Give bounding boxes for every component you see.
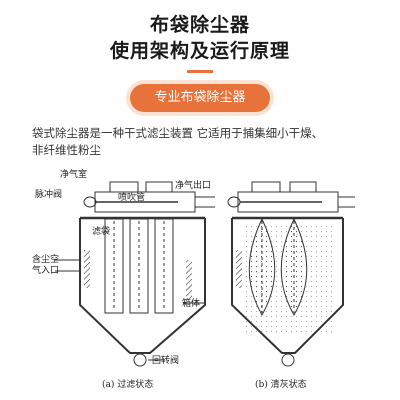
description-text: 袋式除尘器是一种干式滤尘装置 它适用于捕集细小干燥、 非纤维性粉尘 bbox=[32, 125, 377, 159]
clean-room-hood-left bbox=[251, 181, 281, 193]
description-line-1: 袋式除尘器是一种干式滤尘装置 它适用于捕集细小干燥、 bbox=[32, 126, 324, 140]
cleaning-state-diagram: (b) 清灰状态 bbox=[227, 181, 355, 390]
filter-bag bbox=[154, 218, 174, 314]
outlet-duct bbox=[338, 196, 355, 208]
wall-hatch bbox=[186, 260, 192, 300]
label-pulse-valve: 脉冲阀 bbox=[35, 188, 62, 200]
section-badge: 专业布袋除尘器 bbox=[130, 84, 270, 112]
caption-filtering-state: (a) 过滤状态 bbox=[102, 378, 153, 390]
falling-dust bbox=[244, 225, 334, 335]
clean-air-room bbox=[237, 191, 339, 213]
rotary-valve-icon bbox=[281, 353, 295, 367]
filtering-state-diagram: 净气室 脉冲阀 喷吹管 净气出口 滤袋 含尘空 气入口 箱体 回转阀 (a) 过… bbox=[32, 168, 215, 390]
clean-air-room bbox=[94, 191, 196, 213]
label-dust-inlet-line1: 含尘空 bbox=[32, 253, 59, 265]
filter-bag bbox=[104, 218, 124, 314]
label-clean-air-outlet: 净气出口 bbox=[175, 179, 211, 191]
label-clean-room: 净气室 bbox=[60, 168, 87, 180]
label-filter-bag: 滤袋 bbox=[92, 225, 110, 237]
page-title: 布袋除尘器 bbox=[149, 14, 250, 36]
pulse-valve-icon bbox=[83, 196, 97, 208]
page-subtitle: 使用架构及运行原理 bbox=[109, 40, 290, 62]
description-line-2: 非纤维性粉尘 bbox=[32, 143, 101, 157]
clean-room-hood-right bbox=[145, 181, 173, 193]
rotary-valve-icon bbox=[133, 353, 147, 367]
bag-filter-diagram: 净气室 脉冲阀 喷吹管 净气出口 滤袋 含尘空 气入口 箱体 回转阀 (a) 过… bbox=[32, 168, 355, 390]
clean-room-hood-right bbox=[289, 181, 317, 193]
inlet-baffle bbox=[84, 250, 90, 288]
clean-room-hood-left bbox=[109, 181, 139, 193]
clean-air-outlet-duct bbox=[195, 196, 215, 208]
dust-inlet-pipe bbox=[55, 259, 80, 272]
inlet-baffle bbox=[236, 250, 242, 288]
title-accent-divider bbox=[187, 70, 213, 73]
label-housing: 箱体 bbox=[182, 297, 200, 309]
label-dust-inlet-line2: 气入口 bbox=[32, 264, 59, 276]
label-rotary-valve: 回转阀 bbox=[152, 354, 179, 366]
filter-bag bbox=[129, 218, 149, 314]
filter-bags bbox=[104, 218, 174, 314]
label-blow-pipe: 喷吹管 bbox=[118, 191, 145, 203]
caption-cleaning-state: (b) 清灰状态 bbox=[255, 378, 307, 390]
